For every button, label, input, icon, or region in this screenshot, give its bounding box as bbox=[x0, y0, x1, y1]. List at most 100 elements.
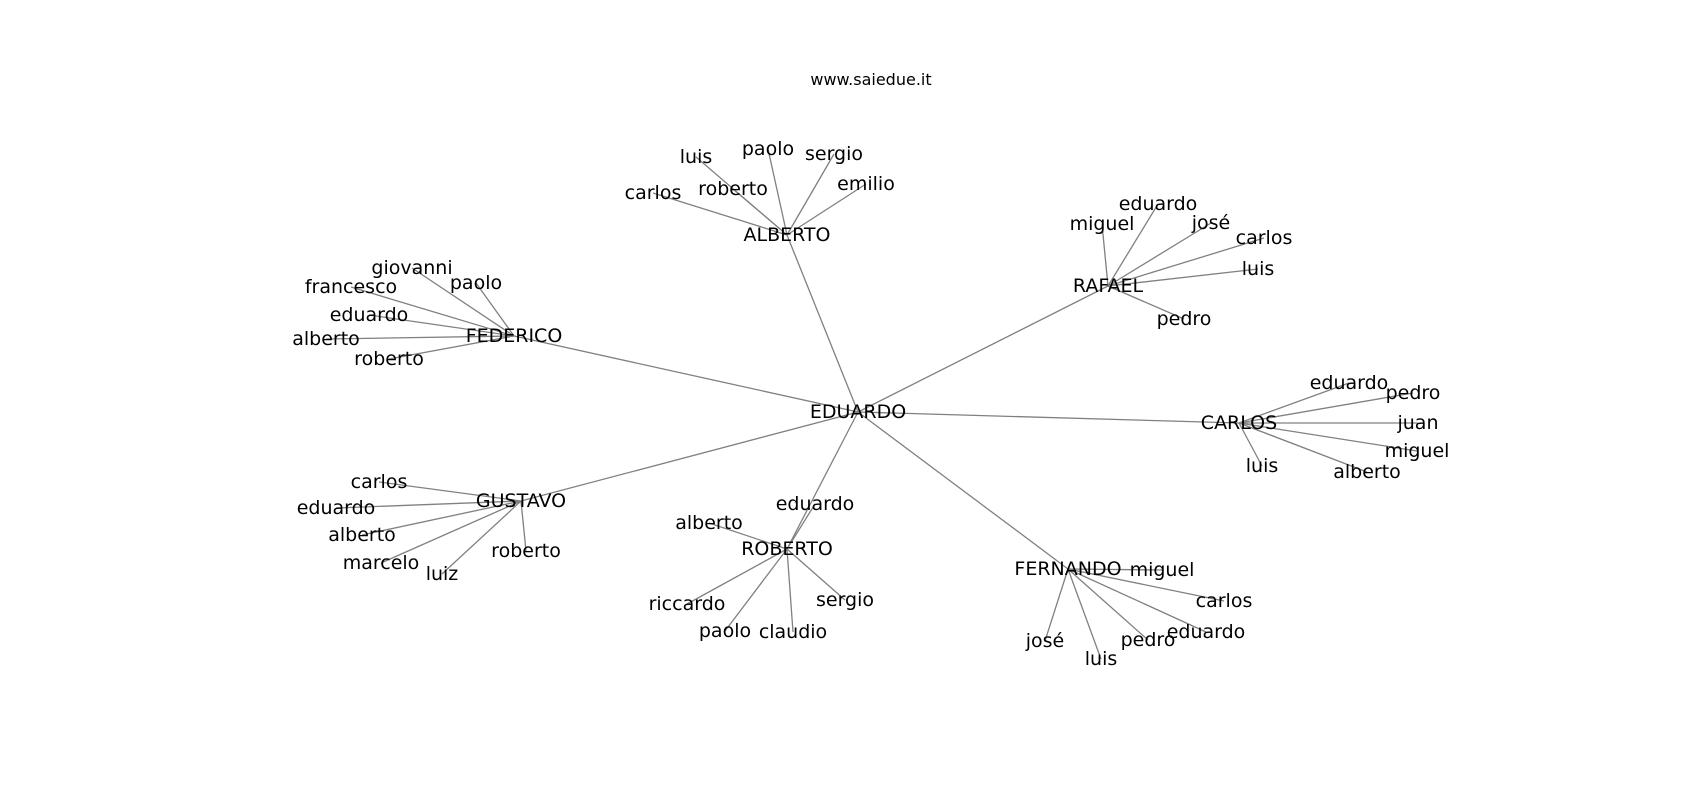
edge-gustavo_hub-leaf-3 bbox=[380, 500, 522, 564]
leaf-node-label: sergio bbox=[816, 589, 874, 611]
leaf-node-label: giovanni bbox=[371, 257, 452, 279]
leaf-node-label: riccardo bbox=[649, 593, 726, 615]
leaf-node-label: carlos bbox=[351, 471, 408, 493]
edge-alberto_hub-leaf-2 bbox=[732, 188, 788, 236]
edge-gustavo_hub-leaf-2 bbox=[361, 500, 522, 536]
leaf-node-label: luiz bbox=[426, 563, 459, 585]
leaf-node-label: eduardo bbox=[776, 493, 855, 515]
nodes-layer: EDUARDO ALBERTO carlos luis roberto paolo serg… bbox=[292, 138, 1449, 670]
edge-roberto_hub-leaf-1 bbox=[708, 522, 788, 550]
edge-federico_hub-leaf-4 bbox=[325, 335, 515, 340]
leaf-node-label: juan bbox=[1396, 412, 1438, 434]
leaf-node-label: carlos bbox=[625, 182, 682, 204]
leaf-node-label: alberto bbox=[675, 512, 743, 534]
leaf-node-label: paolo bbox=[742, 138, 794, 160]
edge-alberto_hub-leaf-4 bbox=[786, 153, 835, 236]
leaf-node-label: roberto bbox=[698, 178, 768, 200]
leaf-node-label: emilio bbox=[837, 173, 895, 195]
leaf-node-label: eduardo bbox=[1119, 193, 1198, 215]
leaf-node-label: pedro bbox=[1121, 629, 1176, 651]
leaf-node-label: francesco bbox=[305, 276, 397, 298]
edge-carlos_hub-leaf-5 bbox=[1238, 422, 1263, 467]
edge-root-gustavo_hub bbox=[520, 411, 859, 502]
edge-rafael_hub-leaf-5 bbox=[1107, 285, 1185, 320]
leaf-node-label: josé bbox=[1025, 630, 1065, 652]
edge-alberto_hub-leaf-3 bbox=[767, 148, 788, 236]
edge-fernando_hub-leaf-4 bbox=[1067, 568, 1102, 660]
hub-node-label: GUSTAVO bbox=[476, 490, 566, 512]
edge-root-carlos_hub bbox=[857, 411, 1240, 424]
leaf-node-label: roberto bbox=[354, 348, 424, 370]
leaf-node-label: eduardo bbox=[1310, 372, 1389, 394]
edge-alberto_hub-leaf-0 bbox=[652, 192, 788, 236]
edge-fernando_hub-leaf-0 bbox=[1067, 568, 1163, 571]
hub-node-label: RAFAEL bbox=[1073, 275, 1144, 297]
leaf-node-label: carlos bbox=[1196, 590, 1253, 612]
edge-root-fernando_hub bbox=[857, 411, 1069, 570]
edge-carlos_hub-leaf-3 bbox=[1238, 422, 1418, 452]
edge-carlos_hub-leaf-1 bbox=[1238, 392, 1414, 424]
edges-layer bbox=[325, 148, 1418, 660]
edge-rafael_hub-leaf-2 bbox=[1107, 222, 1212, 287]
edge-root-alberto_hub bbox=[786, 234, 859, 413]
leaf-node-label: eduardo bbox=[1167, 621, 1246, 643]
edge-carlos_hub-leaf-0 bbox=[1238, 382, 1350, 424]
hub-node-label: ALBERTO bbox=[743, 224, 830, 246]
edge-roberto_hub-leaf-5 bbox=[786, 548, 846, 601]
edge-roberto_hub-leaf-3 bbox=[724, 548, 788, 632]
leaf-node-label: luis bbox=[1242, 258, 1275, 280]
edge-gustavo_hub-leaf-1 bbox=[335, 500, 522, 509]
edge-rafael_hub-leaf-0 bbox=[1101, 223, 1109, 287]
leaf-node-label: luis bbox=[1085, 648, 1118, 670]
leaf-node-label: paolo bbox=[450, 272, 502, 294]
edge-root-rafael_hub bbox=[857, 285, 1109, 413]
edge-federico_hub-leaf-1 bbox=[475, 282, 515, 337]
leaf-node-label: pedro bbox=[1386, 382, 1441, 404]
edge-gustavo_hub-leaf-5 bbox=[520, 500, 527, 552]
edge-fernando_hub-leaf-2 bbox=[1067, 568, 1207, 633]
leaf-node-label: sergio bbox=[805, 143, 863, 165]
edge-federico_hub-leaf-0 bbox=[411, 267, 515, 337]
leaf-node-label: alberto bbox=[1333, 461, 1401, 483]
leaf-node-label: paolo bbox=[699, 620, 751, 642]
leaf-node-label: claudio bbox=[759, 621, 827, 643]
edge-gustavo_hub-leaf-4 bbox=[441, 500, 522, 575]
edge-fernando_hub-leaf-5 bbox=[1044, 568, 1069, 642]
leaf-node-label: eduardo bbox=[330, 304, 409, 326]
edge-fernando_hub-leaf-1 bbox=[1067, 568, 1225, 602]
edge-rafael_hub-leaf-4 bbox=[1107, 268, 1259, 287]
edge-alberto_hub-leaf-5 bbox=[786, 183, 867, 236]
hub-node-label: FERNANDO bbox=[1014, 558, 1121, 580]
leaf-node-label: luis bbox=[680, 146, 713, 168]
diagram-title: www.saiedue.it bbox=[810, 70, 932, 89]
hub-node-label: FEDERICO bbox=[466, 325, 563, 347]
edge-root-federico_hub bbox=[513, 335, 859, 413]
edge-root-roberto_hub bbox=[786, 411, 859, 550]
root-node-label: EDUARDO bbox=[810, 401, 906, 423]
leaf-node-label: pedro bbox=[1157, 308, 1212, 330]
edge-fernando_hub-leaf-3 bbox=[1067, 568, 1149, 641]
edge-gustavo_hub-leaf-0 bbox=[378, 481, 522, 502]
leaf-node-label: miguel bbox=[1385, 440, 1450, 462]
hub-node-label: CARLOS bbox=[1201, 412, 1277, 434]
edge-roberto_hub-leaf-4 bbox=[786, 548, 794, 633]
edge-rafael_hub-leaf-3 bbox=[1107, 237, 1265, 287]
leaf-node-label: alberto bbox=[292, 328, 360, 350]
edge-roberto_hub-leaf-0 bbox=[786, 503, 816, 550]
leaf-node-label: luis bbox=[1246, 455, 1279, 477]
leaf-node-label: miguel bbox=[1070, 213, 1135, 235]
leaf-node-label: marcelo bbox=[343, 552, 420, 574]
hub-node-label: ROBERTO bbox=[741, 538, 833, 560]
leaf-node-label: alberto bbox=[328, 524, 396, 546]
leaf-node-label: miguel bbox=[1130, 559, 1195, 581]
edge-roberto_hub-leaf-2 bbox=[686, 548, 788, 605]
edge-federico_hub-leaf-2 bbox=[350, 286, 515, 337]
leaf-node-label: josé bbox=[1191, 212, 1231, 234]
edge-federico_hub-leaf-5 bbox=[388, 335, 515, 360]
edge-carlos_hub-leaf-4 bbox=[1238, 422, 1368, 473]
leaf-node-label: roberto bbox=[491, 540, 561, 562]
leaf-node-label: eduardo bbox=[297, 497, 376, 519]
leaf-node-label: carlos bbox=[1236, 227, 1293, 249]
edge-federico_hub-leaf-3 bbox=[368, 314, 515, 337]
